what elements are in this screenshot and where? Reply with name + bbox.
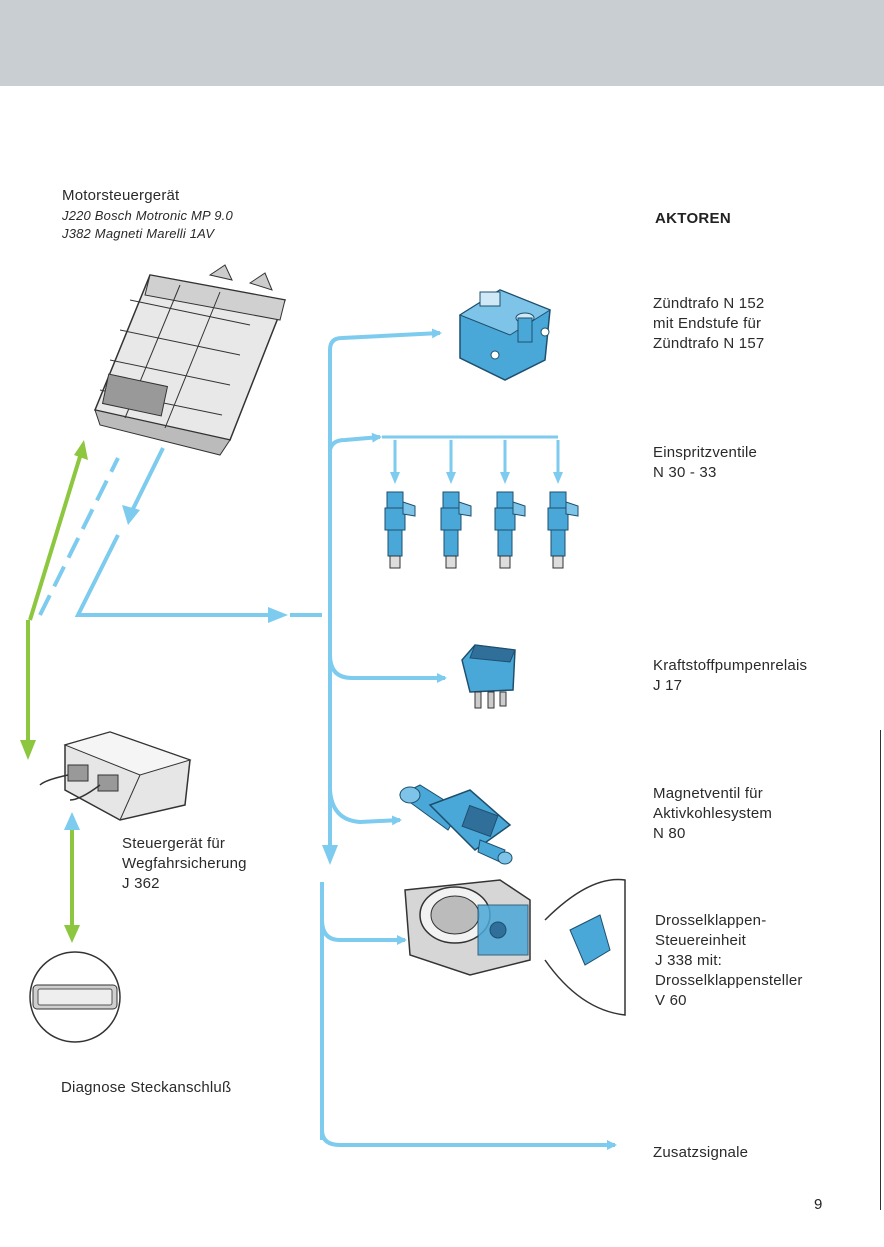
actuator-label-additional-signals: Zusatzsignale <box>653 1143 748 1163</box>
label-line: Aktivkohlesystem <box>653 805 773 822</box>
page-number: 9 <box>814 1196 823 1213</box>
solenoid-valve-illustration <box>399 784 513 865</box>
diagnosis-label: Diagnose Steckanschluß <box>61 1079 232 1096</box>
label-line: Steuereinheit <box>655 932 746 949</box>
label-line: Drosselklappen- <box>655 912 767 929</box>
label-line: N 30 - 33 <box>653 464 717 481</box>
ecu-line-1: J220 Bosch Motronic MP 9.0 <box>62 208 233 223</box>
section-heading: AKTOREN <box>655 210 731 227</box>
actuator-label-fuel-pump-relay: Kraftstoffpumpenrelais J 17 <box>653 656 807 696</box>
diagnosis-connector-illustration <box>29 951 121 1043</box>
ecu-line-2: J382 Magneti Marelli 1AV <box>62 226 215 241</box>
ecu-unit-illustration <box>93 264 287 456</box>
label-line: V 60 <box>655 992 687 1009</box>
label-line: J 362 <box>122 875 160 892</box>
ignition-coil-illustration <box>458 289 552 381</box>
immobilizer-unit-illustration <box>39 731 192 821</box>
label-line: Zündtrafo N 157 <box>653 335 765 352</box>
page-edge-line <box>880 730 881 1210</box>
label-line: Magnetventil für <box>653 785 763 802</box>
label-line: Steuergerät für <box>122 835 226 852</box>
label-line: mit Endstufe für <box>653 315 762 332</box>
label-line: Kraftstoffpumpenrelais <box>653 657 808 674</box>
actuator-label-solenoid-valve: Magnetventil für Aktivkohlesystem N 80 <box>653 784 772 844</box>
actuator-label-ignition-coil: Zündtrafo N 152 mit Endstufe für Zündtra… <box>653 294 764 354</box>
label-line: N 80 <box>653 825 686 842</box>
actuator-label-injectors: Einspritzventile N 30 - 33 <box>653 443 757 483</box>
distribution-bus <box>290 328 617 1150</box>
label-line: J 17 <box>653 677 683 694</box>
signal-lines-left <box>20 440 288 943</box>
header-band <box>0 0 884 86</box>
injector-illustrations <box>384 491 579 569</box>
label-line: Einspritzventile <box>653 444 758 461</box>
actuator-label-throttle-body: Drosselklappen- Steuereinheit J 338 mit:… <box>655 911 803 1011</box>
label-line: Wegfahrsicherung <box>122 855 247 872</box>
throttle-body-illustration <box>404 878 626 1016</box>
immobilizer-label: Steuergerät für Wegfahrsicherung J 362 <box>122 834 247 894</box>
label-line: J 338 mit: <box>655 952 723 969</box>
ecu-title: Motorsteuergerät <box>62 187 180 204</box>
label-line: Zündtrafo N 152 <box>653 295 765 312</box>
label-line: Zusatzsignale <box>653 1144 749 1161</box>
fuel-pump-relay-illustration <box>461 644 516 709</box>
label-line: Drosselklappensteller <box>655 972 803 989</box>
